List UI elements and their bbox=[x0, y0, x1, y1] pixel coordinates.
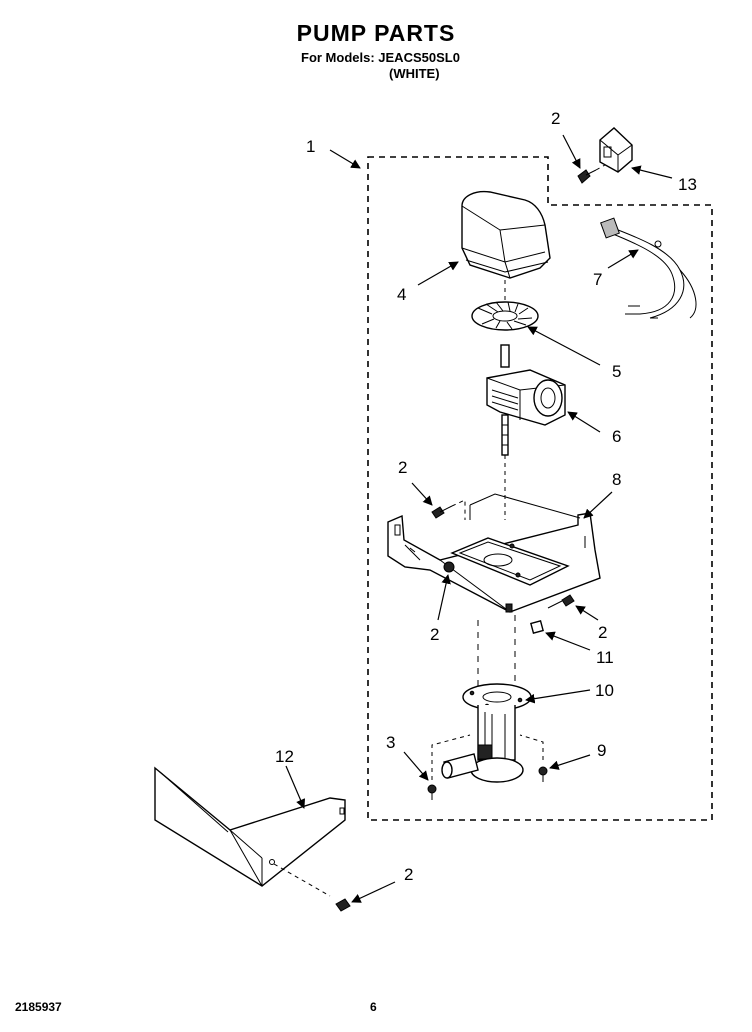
guide-line-12 bbox=[273, 863, 331, 897]
callout-1: 1 bbox=[306, 137, 315, 156]
callout-8: 8 bbox=[612, 470, 621, 489]
page-title: PUMP PARTS bbox=[296, 20, 456, 46]
callout-5: 5 bbox=[612, 362, 621, 381]
page-number: 6 bbox=[370, 1000, 377, 1014]
part-5-fan-blade[interactable] bbox=[471, 301, 539, 331]
leader-2-plate-left bbox=[411, 482, 433, 506]
part-6-motor[interactable] bbox=[486, 344, 566, 456]
guide-line-2-plate-left bbox=[451, 499, 466, 520]
screw-2-bottom[interactable] bbox=[335, 898, 351, 912]
part-4-motor-cover[interactable] bbox=[461, 190, 551, 279]
callout-2-bottom: 2 bbox=[404, 865, 413, 884]
color-note: (WHITE) bbox=[389, 66, 440, 81]
leader-3 bbox=[403, 751, 429, 781]
callout-2-plate-mid: 2 bbox=[430, 625, 439, 644]
callout-11: 11 bbox=[596, 648, 614, 667]
leader-13 bbox=[631, 165, 673, 179]
leader-8 bbox=[583, 491, 613, 519]
callout-12: 12 bbox=[275, 747, 294, 766]
leader-2-plate-right bbox=[575, 605, 599, 621]
leader-2-top bbox=[562, 134, 581, 169]
leader-6 bbox=[567, 411, 601, 433]
part-12-cover-panel[interactable] bbox=[154, 766, 346, 887]
leader-9 bbox=[549, 754, 591, 770]
callout-13: 13 bbox=[678, 175, 697, 194]
screw-2-top[interactable] bbox=[577, 169, 597, 184]
leader-7 bbox=[607, 249, 639, 269]
callout-2-top: 2 bbox=[551, 109, 560, 128]
part-10-pump[interactable] bbox=[441, 683, 532, 783]
document-number: 2185937 bbox=[15, 1000, 62, 1014]
leader-4 bbox=[417, 261, 459, 286]
guide-line-3 bbox=[431, 734, 471, 780]
assembly-boundary bbox=[367, 156, 713, 821]
callout-6: 6 bbox=[612, 427, 621, 446]
callout-2-plate-right: 2 bbox=[598, 623, 607, 642]
screw-2-plate-right[interactable] bbox=[547, 594, 575, 609]
model-number-label: For Models: JEACS50SL0 bbox=[301, 50, 460, 65]
leader-2-bottom bbox=[351, 881, 396, 903]
part-7-wire-harness[interactable] bbox=[600, 217, 697, 319]
screw-3[interactable] bbox=[427, 784, 437, 800]
leader-11 bbox=[545, 631, 591, 651]
callout-10: 10 bbox=[595, 681, 614, 700]
part-13-bracket[interactable] bbox=[599, 127, 633, 173]
callout-3: 3 bbox=[386, 733, 395, 752]
callout-2-plate-left: 2 bbox=[398, 458, 407, 477]
leader-1 bbox=[329, 149, 361, 169]
guide-lines-pump bbox=[477, 615, 516, 690]
part-8-base-plate[interactable] bbox=[387, 493, 601, 613]
screw-2-plate-mid[interactable] bbox=[443, 561, 455, 573]
leader-10 bbox=[525, 689, 591, 704]
leader-12 bbox=[285, 765, 306, 809]
callout-7: 7 bbox=[593, 270, 602, 289]
callout-9: 9 bbox=[597, 741, 606, 760]
leader-2-plate-mid bbox=[437, 574, 451, 621]
guide-line-2-top bbox=[595, 164, 606, 171]
screw-9[interactable] bbox=[538, 766, 548, 782]
guide-line-9 bbox=[519, 734, 544, 760]
callout-4: 4 bbox=[397, 285, 406, 304]
part-11-clip[interactable] bbox=[505, 603, 544, 634]
leader-5 bbox=[527, 326, 601, 366]
screw-2-plate-left[interactable] bbox=[431, 505, 453, 519]
